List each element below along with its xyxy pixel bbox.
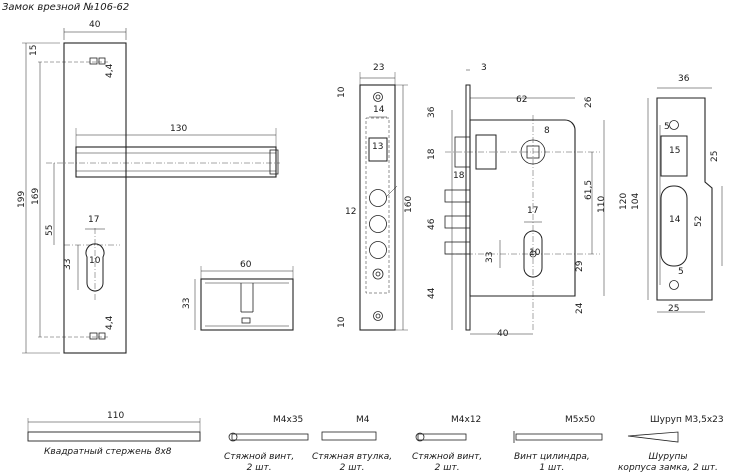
faceplate-hole-top-label: 4,4 (105, 63, 115, 78)
part-screw-m4x35-spec: M4х35 (273, 415, 304, 425)
lock-body-drawing (444, 69, 605, 335)
drawing-title: Замок врезной №106-62 (2, 2, 130, 13)
lock-backset-label: 40 (497, 329, 509, 339)
faceplate-cyl-height-label: 33 (63, 258, 73, 270)
lock-width-label: 62 (516, 95, 528, 105)
strike-window-label: 15 (669, 146, 681, 156)
lock-bolt-width-label: 18 (453, 171, 465, 181)
lock-cyl-width-label: 17 (527, 206, 539, 216)
front-plate-bottom-label: 10 (337, 316, 347, 328)
strike-width-label: 36 (678, 74, 690, 84)
lock-cyl-bottom-label: 29 (575, 260, 585, 272)
faceplate-holes-label: 169 (31, 187, 41, 205)
lock-height-label: 110 (597, 195, 607, 213)
faceplate-height-label: 199 (17, 190, 27, 208)
front-plate-left-label: 12 (345, 207, 357, 217)
strike-holes-label: 104 (631, 192, 641, 210)
strike-right-top-label: 25 (710, 150, 720, 162)
caption-line: 2 шт. (246, 463, 272, 474)
part-screw-m4x35-caption: Стяжной винт, 2 шт. (224, 452, 294, 475)
front-plate-height-label: 160 (404, 195, 414, 213)
caption-line: 2 шт. (339, 463, 365, 474)
caption-line: Винт цилиндра, (514, 452, 590, 462)
faceplate-drawing (22, 28, 280, 354)
lock-center-height-label: 61,5 (584, 179, 594, 200)
faceplate-cyl-width-label: 17 (88, 215, 100, 225)
cylinder-height-label: 33 (182, 297, 192, 309)
lock-bottom-label: 24 (575, 302, 585, 314)
handle-length-label: 130 (170, 124, 188, 134)
part-wood-screw-spec: Шуруп М3,5х23 (650, 415, 724, 425)
caption-line: Шурупы (648, 452, 688, 462)
lock-bolt-spacing-label: 46 (427, 218, 437, 230)
lock-bolt-height-label: 18 (427, 148, 437, 160)
lock-square-label: 8 (544, 126, 550, 136)
part-sleeve-caption: Стяжная втулка, 2 шт. (312, 452, 392, 475)
faceplate-cyl-circle-label: 10 (89, 256, 101, 266)
strike-top-label: 5 (664, 122, 670, 132)
part-sleeve-spec: M4 (356, 415, 370, 425)
parts-drawing (27, 418, 679, 443)
caption-line: Стяжная втулка, (312, 452, 393, 462)
cylinder-length-label: 60 (240, 260, 252, 270)
caption-line: корпуса замка, 2 шт. (618, 463, 718, 474)
strike-slot-label: 14 (669, 215, 681, 225)
front-plate-width-label: 23 (373, 63, 385, 73)
front-plate-square-label: 14 (373, 105, 385, 115)
lock-top-right-label: 26 (584, 96, 594, 108)
part-wood-screw-caption: Шурупы корпуса замка, 2 шт. (618, 452, 718, 475)
caption-line: Стяжной винт, (224, 452, 295, 462)
lock-bottom-left-label: 44 (427, 287, 437, 299)
faceplate-width-label: 40 (89, 20, 101, 30)
strike-plate-drawing (647, 87, 723, 313)
strike-height-label: 120 (619, 192, 629, 210)
front-plate-square-inner-label: 13 (372, 142, 384, 152)
faceplate-top-offset-label: 15 (29, 44, 39, 56)
faceplate-hole-bottom-label: 4,4 (105, 315, 115, 330)
caption-line: 1 шт. (539, 463, 565, 474)
faceplate-to-cylinder-label: 55 (45, 224, 55, 236)
lock-top-left-label: 36 (427, 106, 437, 118)
strike-slot-height-label: 52 (694, 215, 704, 227)
part-screw-m4x12-caption: Стяжной винт, 2 шт. (412, 452, 482, 475)
part-screw-m5x50-caption: Винт цилиндра, 1 шт. (514, 452, 590, 475)
lock-cyl-circle-label: 10 (529, 248, 541, 258)
part-bar-length-label: 110 (107, 411, 125, 421)
part-bar-caption: Квадратный стержень 8х8 (44, 447, 172, 457)
caption-line: Стяжной винт, (412, 452, 483, 462)
front-plate-drawing (359, 72, 408, 331)
lock-plate-thickness-label: 3 (481, 63, 487, 73)
part-screw-m5x50-spec: M5х50 (565, 415, 596, 425)
part-screw-m4x12-spec: M4х12 (451, 415, 482, 425)
strike-bottom-hole-label: 5 (678, 267, 684, 277)
front-plate-top-label: 10 (337, 86, 347, 98)
cylinder-drawing (194, 266, 294, 331)
lock-cyl-height-label: 33 (485, 251, 495, 263)
caption-line: 2 шт. (434, 463, 460, 474)
strike-bottom-width-label: 25 (668, 304, 680, 314)
